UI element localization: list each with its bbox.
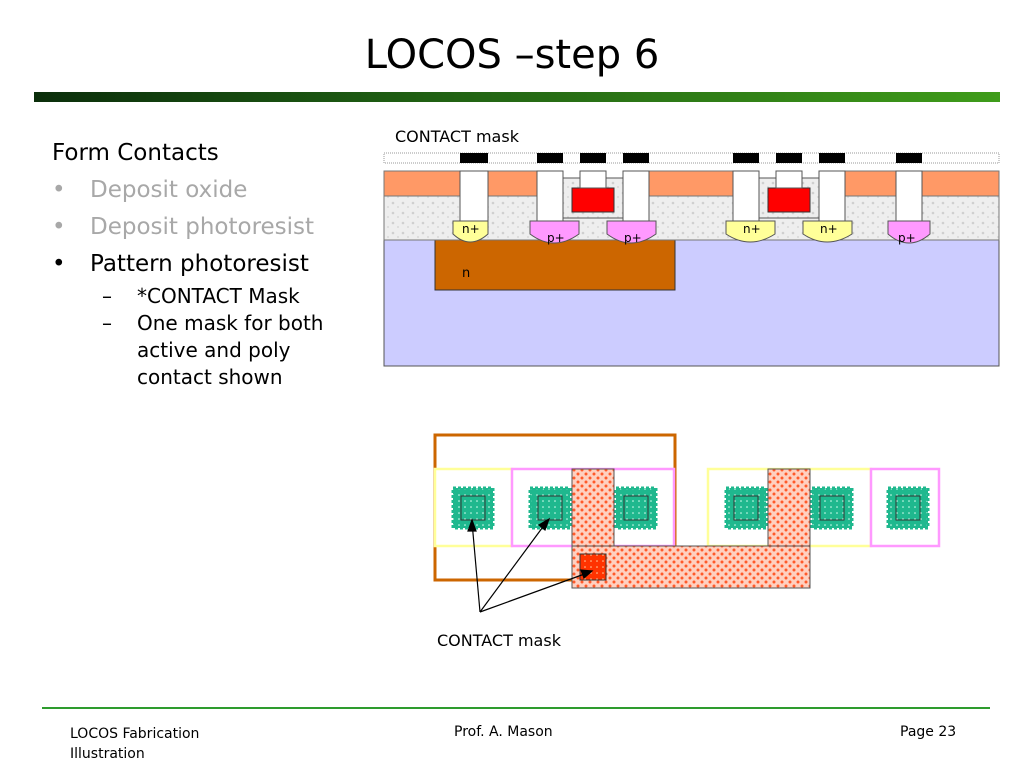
bullet-item: •Pattern photoresist <box>52 251 309 277</box>
n-plus-label: n+ <box>743 222 761 236</box>
title-underline-bar <box>34 92 1000 102</box>
gate-contact-opening-right <box>775 170 803 189</box>
poly-gate-left <box>571 187 615 213</box>
n-well-label: n <box>462 266 470 281</box>
p-plus-label: p+ <box>898 231 916 245</box>
bullet-heading: Form Contacts <box>52 140 219 166</box>
active-regions <box>433 467 941 548</box>
photoresist-layer <box>383 170 1000 197</box>
bullet-list: Form Contacts •Deposit oxide •Deposit ph… <box>52 135 382 391</box>
diffusion-regions <box>452 220 931 244</box>
layout-mask-label: CONTACT mask <box>437 631 561 650</box>
n-plus-label: n+ <box>462 222 480 236</box>
gate-contact-opening-left <box>579 170 607 189</box>
footer-left: LOCOS Fabrication Illustration <box>70 726 200 762</box>
poly-gate-right <box>767 187 811 213</box>
sub-bullet-text: One mask for both active and poly contac… <box>137 311 324 389</box>
footer-page-number: Page 23 <box>900 724 957 740</box>
label-arrows <box>467 517 594 613</box>
active-contacts <box>451 486 930 530</box>
mask-opaque-regions <box>460 153 922 163</box>
bullet-item-text: Deposit oxide <box>90 177 248 203</box>
sub-bullet-item: –One mask for both active and poly conta… <box>52 310 382 391</box>
p-plus-label: p+ <box>547 231 565 245</box>
sub-bullet-item: –*CONTACT Mask <box>52 283 382 310</box>
slide-title: LOCOS –step 6 <box>364 32 660 78</box>
n-well <box>434 239 676 291</box>
cross-section-mask-label: CONTACT mask <box>395 127 519 146</box>
poly-connector <box>571 545 811 589</box>
sub-bullet-text: *CONTACT Mask <box>137 284 300 308</box>
bullet-item-text: Deposit photoresist <box>90 214 315 240</box>
bullet-item: •Deposit photoresist <box>52 214 315 240</box>
bullet-item-text: Pattern photoresist <box>90 251 309 277</box>
mask-plate <box>383 152 1000 164</box>
bullet-item: •Deposit oxide <box>52 177 248 203</box>
footer-divider <box>42 707 990 709</box>
n-plus-label: n+ <box>820 222 838 236</box>
footer-center: Prof. A. Mason <box>454 724 553 740</box>
p-plus-label: p+ <box>624 231 642 245</box>
